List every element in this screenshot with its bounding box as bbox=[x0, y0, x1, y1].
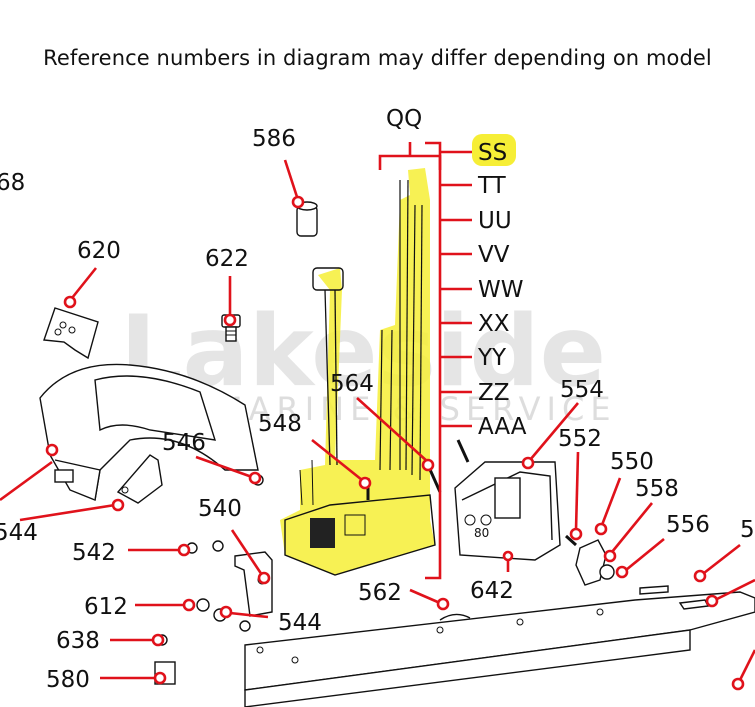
callout-564: 564 bbox=[330, 371, 374, 397]
callout-556: 556 bbox=[666, 512, 710, 538]
subpart-aaa: AAA bbox=[478, 414, 527, 440]
subpart-group-label: QQ bbox=[386, 106, 422, 132]
callout-558: 558 bbox=[635, 476, 679, 502]
hinge-part bbox=[116, 454, 163, 504]
subpart-ww: WW bbox=[478, 277, 523, 303]
callout-542: 542 bbox=[72, 540, 116, 566]
frame-rail bbox=[244, 585, 755, 707]
highlight-assembly bbox=[280, 168, 436, 576]
housing-part bbox=[454, 461, 561, 561]
callout-546: 546 bbox=[162, 430, 206, 456]
callout-edge: 5 bbox=[740, 517, 755, 543]
callout-622: 622 bbox=[205, 246, 249, 272]
latch-part bbox=[575, 539, 615, 586]
subpart-ss: SS bbox=[478, 140, 507, 166]
callout-612: 612 bbox=[84, 594, 128, 620]
callout-620: 620 bbox=[77, 238, 121, 264]
ss-highlight bbox=[472, 134, 516, 166]
bracket-part bbox=[234, 551, 273, 617]
model-notice: Reference numbers in diagram may differ … bbox=[43, 46, 712, 70]
qq-bracket bbox=[378, 141, 472, 580]
subpart-tt: TT bbox=[477, 173, 507, 199]
callout-leaders bbox=[0, 159, 755, 691]
spacer-part bbox=[296, 201, 318, 237]
callout-548: 548 bbox=[258, 411, 302, 437]
callout-580: 580 bbox=[46, 667, 90, 693]
callout-554: 554 bbox=[560, 377, 604, 403]
callout-544-left: 544 bbox=[0, 520, 38, 546]
subpart-vv: VV bbox=[478, 242, 510, 268]
callout-550: 550 bbox=[610, 449, 654, 475]
subpart-uu: UU bbox=[478, 208, 512, 234]
subpart-xx: XX bbox=[478, 311, 510, 337]
callout-540: 540 bbox=[198, 496, 242, 522]
callout-638: 638 bbox=[56, 628, 100, 654]
callout-562: 562 bbox=[358, 580, 402, 606]
cowl-part bbox=[39, 363, 259, 501]
subpart-zz: ZZ bbox=[478, 380, 510, 406]
callout-68: 68 bbox=[0, 170, 25, 196]
callout-552: 552 bbox=[558, 426, 602, 452]
callout-642: 642 bbox=[470, 578, 514, 604]
callout-586: 586 bbox=[252, 126, 296, 152]
callout-544-right: 544 bbox=[278, 610, 322, 636]
housing-number: 80 bbox=[474, 526, 489, 540]
subpart-yy: YY bbox=[477, 345, 507, 371]
